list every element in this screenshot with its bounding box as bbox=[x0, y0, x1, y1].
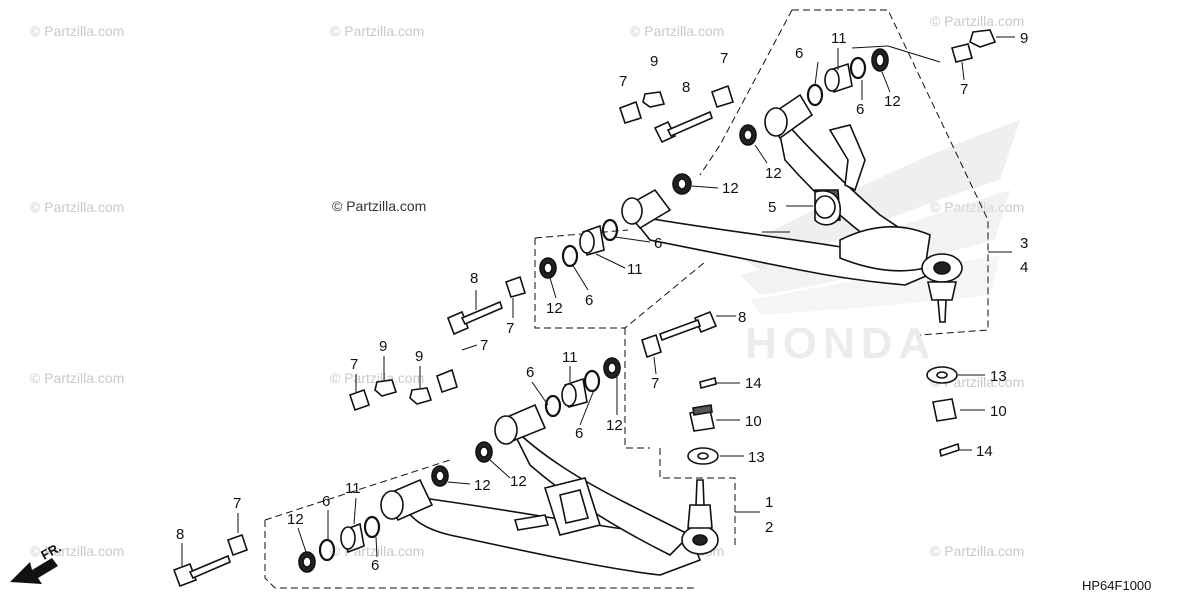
watermark: © Partzilla.com bbox=[630, 23, 724, 39]
callout-label: 11 bbox=[562, 349, 578, 366]
callout-label: 7 bbox=[350, 356, 358, 373]
callout-label: 12 bbox=[546, 300, 563, 317]
leader-lines bbox=[181, 36, 1015, 566]
diagram-code: HP64F1000 bbox=[1082, 578, 1151, 593]
callout-label: 12 bbox=[884, 93, 901, 110]
upper-rear-hardware bbox=[739, 29, 997, 146]
knuckle-hardware bbox=[687, 366, 960, 465]
callout-label: 6 bbox=[526, 364, 534, 381]
watermark: © Partzilla.com bbox=[332, 198, 426, 214]
watermark: © Partzilla.com bbox=[930, 13, 1024, 29]
watermark: © Partzilla.com bbox=[30, 370, 124, 386]
callout-label: 12 bbox=[510, 473, 527, 490]
callout-label: 6 bbox=[575, 425, 583, 442]
callout-label: 6 bbox=[322, 493, 330, 510]
callout-label: 9 bbox=[1020, 30, 1028, 47]
callout-label: 8 bbox=[738, 309, 746, 326]
callout-label: 7 bbox=[960, 81, 968, 98]
callout-label: 3 bbox=[1020, 235, 1028, 252]
callout-label: 9 bbox=[415, 348, 423, 365]
callout-label: 7 bbox=[480, 337, 488, 354]
callout-label: 9 bbox=[379, 338, 387, 355]
callout-label: 9 bbox=[650, 53, 658, 70]
callout-label: 6 bbox=[654, 235, 662, 252]
watermark: © Partzilla.com bbox=[30, 199, 124, 215]
callout-label: 10 bbox=[745, 413, 762, 430]
watermark: © Partzilla.com bbox=[330, 370, 424, 386]
callout-label: 6 bbox=[795, 45, 803, 62]
callout-label: 7 bbox=[619, 73, 627, 90]
callout-label: 7 bbox=[506, 320, 514, 337]
callout-label: 11 bbox=[345, 480, 361, 497]
watermark: © Partzilla.com bbox=[30, 23, 124, 39]
callout-labels: 9 7 7 9 8 7 6 11 6 12 12 12 5 6 11 6 12 … bbox=[176, 30, 1028, 574]
callout-label: 6 bbox=[856, 101, 864, 118]
callout-label: 14 bbox=[745, 375, 762, 392]
callout-label: 10 bbox=[990, 403, 1007, 420]
callout-label: 13 bbox=[748, 449, 765, 466]
callout-label: 6 bbox=[371, 557, 379, 574]
callout-label: 12 bbox=[765, 165, 782, 182]
callout-label: 12 bbox=[474, 477, 491, 494]
lower-arm-group bbox=[264, 328, 736, 589]
callout-label: 7 bbox=[720, 50, 728, 67]
watermark: © Partzilla.com bbox=[30, 543, 124, 559]
upper-arm-group bbox=[534, 9, 989, 336]
callout-label: 2 bbox=[765, 519, 773, 536]
callout-label: 6 bbox=[585, 292, 593, 309]
front-arrow-icon bbox=[10, 558, 58, 584]
lower-hardware bbox=[172, 310, 718, 588]
callout-label: 8 bbox=[682, 79, 690, 96]
callout-label: 8 bbox=[176, 526, 184, 543]
upper-front-hardware bbox=[446, 84, 735, 336]
callout-label: 13 bbox=[990, 368, 1007, 385]
callout-label: 12 bbox=[606, 417, 623, 434]
brand-wordmark: HONDA bbox=[745, 319, 936, 368]
watermark: © Partzilla.com bbox=[330, 23, 424, 39]
watermark: © Partzilla.com bbox=[930, 543, 1024, 559]
callout-label: 8 bbox=[470, 270, 478, 287]
callout-label: 11 bbox=[627, 261, 643, 278]
callout-label: 5 bbox=[768, 199, 776, 216]
callout-label: 7 bbox=[651, 375, 659, 392]
callout-label: 1 bbox=[765, 494, 773, 511]
callout-label: 11 bbox=[831, 30, 847, 47]
callout-label: 4 bbox=[1020, 259, 1028, 276]
callout-label: 14 bbox=[976, 443, 993, 460]
callout-label: 12 bbox=[722, 180, 739, 197]
callout-label: 7 bbox=[233, 495, 241, 512]
callout-label: 12 bbox=[287, 511, 304, 528]
